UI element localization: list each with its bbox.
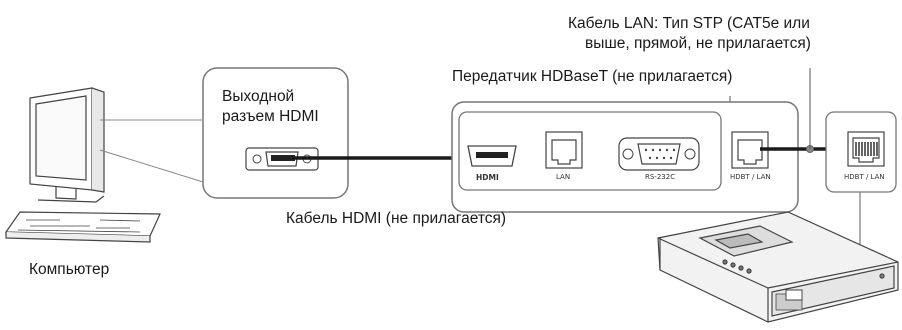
transmitter-lan-port-label: LAN: [556, 173, 571, 181]
transmitter-hdbt-lan-port-icon: [731, 131, 769, 169]
projector-hdbt-lan-port-icon: [847, 131, 885, 167]
computer-icon: [4, 87, 161, 243]
rs232c-port-label: RS-232C: [645, 173, 676, 181]
rs232c-port-icon: [618, 137, 700, 171]
hdmi-output-label-line2: разъем HDMI: [222, 108, 319, 125]
lan-cable-label-line1: Кабель LAN: Тип STP (CAT5e или: [568, 15, 810, 32]
lan-cable-label-line2: выше, прямой, не прилагается): [585, 35, 811, 52]
projector-icon: [657, 211, 899, 323]
transmitter-hdmi-port-label: HDMI: [476, 173, 499, 182]
projector-hdbt-lan-port-label: HDBT / LAN: [844, 173, 885, 181]
transmitter-label: Передатчик HDBaseT (не прилагается): [452, 68, 733, 85]
computer-label: Компьютер: [29, 261, 110, 278]
transmitter-hdmi-port-icon: [467, 145, 517, 167]
transmitter-lan-port-icon: [545, 131, 583, 169]
hdmi-cable-label: Кабель HDMI (не прилагается): [286, 210, 507, 227]
transmitter-hdbt-lan-port-label: HDBT / LAN: [730, 173, 771, 181]
hdmi-output-label-line1: Выходной: [222, 88, 295, 105]
